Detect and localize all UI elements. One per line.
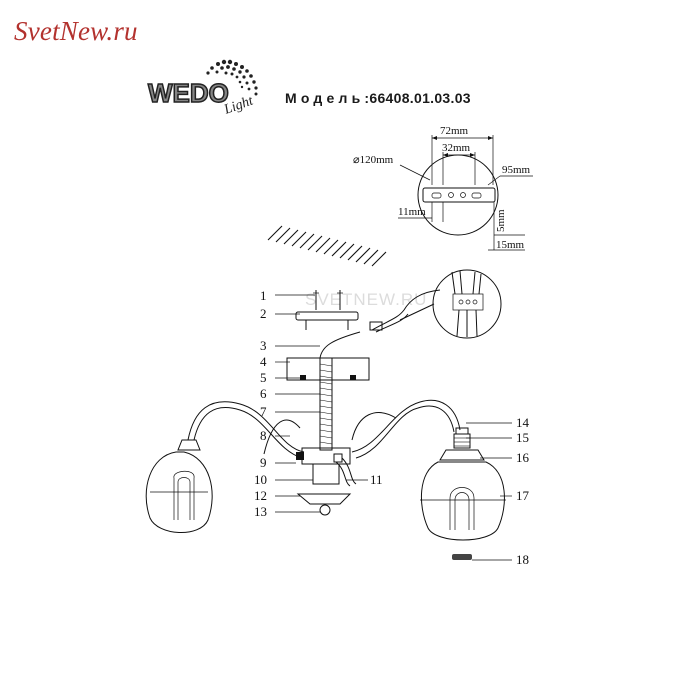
part-4: 4 <box>260 354 267 369</box>
part-6: 6 <box>260 386 267 401</box>
dim-15: 15mm <box>496 239 525 251</box>
part-13: 13 <box>254 504 267 519</box>
part-2: 2 <box>260 306 267 321</box>
part-11: 11 <box>370 472 383 487</box>
dim-95: 95mm <box>502 164 531 176</box>
wedo-logo: WEDO WEDO Light <box>147 59 258 118</box>
bottom-cup <box>296 493 352 505</box>
canopy <box>286 357 370 381</box>
bracket-bar <box>295 311 359 321</box>
part-8: 8 <box>260 428 267 443</box>
leader-lines <box>275 294 512 561</box>
part-1: 1 <box>260 288 267 303</box>
part-14: 14 <box>516 415 530 430</box>
part-15: 15 <box>516 430 529 445</box>
model-number: :66408.01.03.03 <box>364 90 471 106</box>
finial <box>319 504 331 516</box>
dim-5: 5mm <box>495 209 507 232</box>
left-glass-shade <box>145 451 213 533</box>
wedo-logo-text-shade: WEDO <box>148 78 229 108</box>
site-logo: SvetNew.ru <box>14 16 138 47</box>
right-glass-shade <box>420 461 505 541</box>
part-18: 18 <box>516 552 529 567</box>
bracket-dimension-drawing: 72mm 32mm ⌀120mm 95mm 11mm 5mm 15mm <box>353 125 533 251</box>
mounting-bar <box>422 187 496 203</box>
wiring-detail <box>399 269 502 339</box>
wedo-logo-text: WEDO <box>148 78 229 108</box>
canopy-circle <box>417 154 499 236</box>
site-logo-text: SvetNew.ru <box>14 16 138 46</box>
model-line: Модель:66408.01.03.03 <box>285 90 471 106</box>
bulb-base <box>452 554 472 560</box>
right-lamp <box>420 427 506 560</box>
part-7: 7 <box>260 404 267 419</box>
part-5: 5 <box>260 370 267 385</box>
dim-72: 72mm <box>440 125 469 137</box>
part-17: 17 <box>516 488 530 503</box>
left-lamp <box>145 439 213 533</box>
wedo-swirl-icon <box>206 59 258 96</box>
center-body <box>296 447 357 516</box>
dim-32: 32mm <box>442 142 471 154</box>
part-numbers: 1 2 3 4 5 6 7 8 9 10 11 12 13 14 15 16 1… <box>254 288 530 567</box>
part-16: 16 <box>516 450 530 465</box>
part-10: 10 <box>254 472 267 487</box>
part-9: 9 <box>260 455 267 470</box>
canopy-and-rod <box>286 331 370 451</box>
watermark: SVETNEW.RU <box>305 290 427 309</box>
rod <box>319 357 333 451</box>
part-3: 3 <box>260 338 267 353</box>
dim-120: ⌀120mm <box>353 154 394 166</box>
arms <box>187 399 461 459</box>
mounting-hardware <box>295 289 441 333</box>
part-12: 12 <box>254 488 267 503</box>
model-label: Модель <box>285 90 365 106</box>
dim-11: 11mm <box>398 206 426 218</box>
ceiling-hatch <box>267 225 387 267</box>
